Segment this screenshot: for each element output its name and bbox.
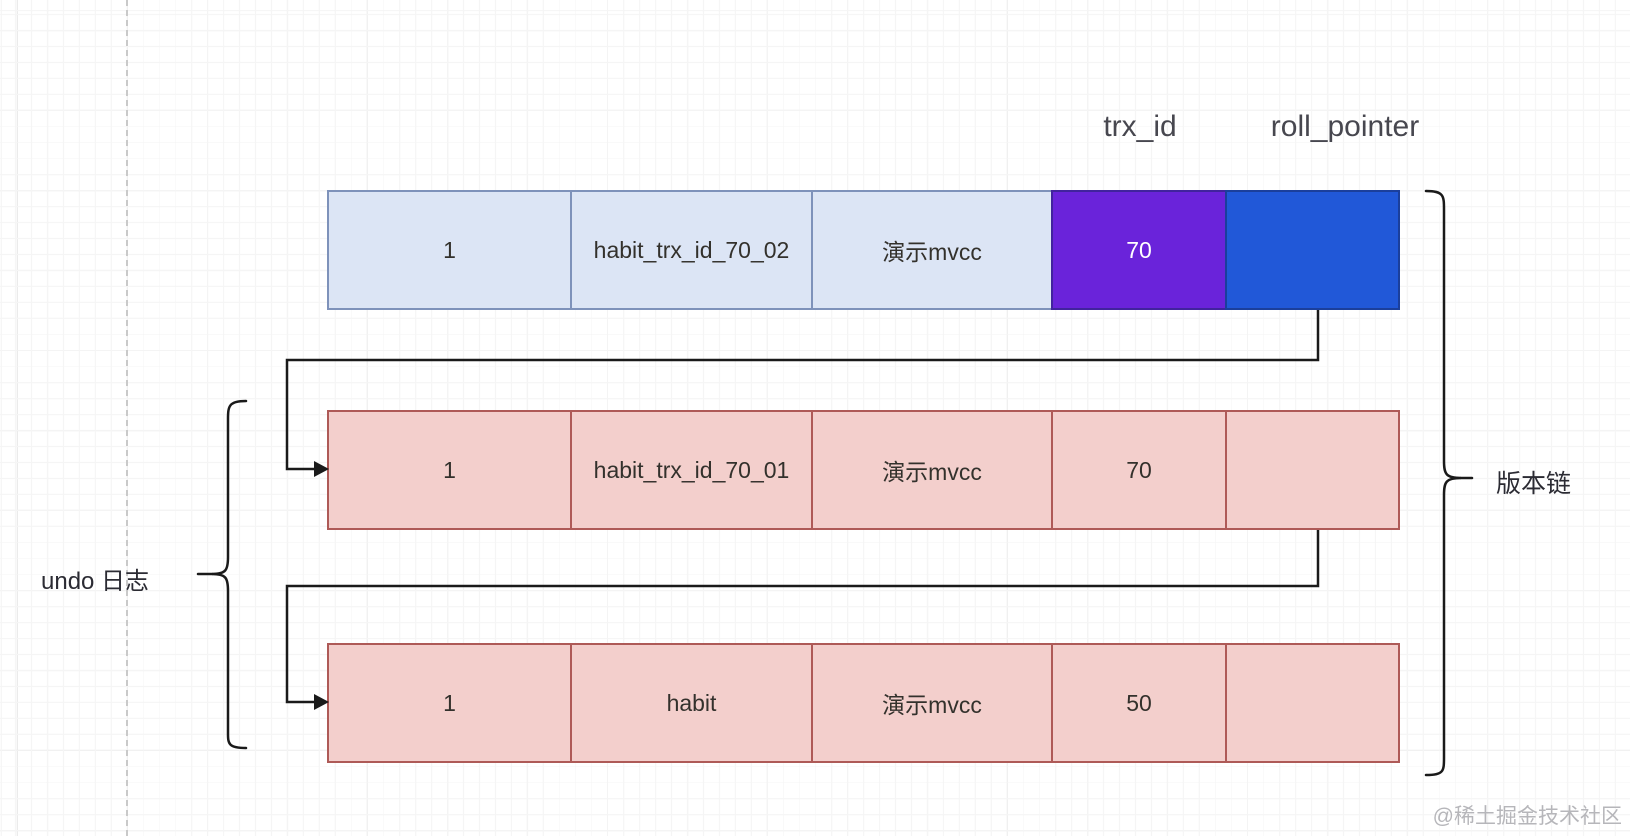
- watermark: @稀土掘金技术社区: [1432, 805, 1622, 828]
- version-chain-label: 版本链: [1496, 470, 1572, 498]
- cell-name: habit: [570, 643, 813, 763]
- cell-primary-key: 1: [327, 410, 572, 530]
- record-row-undo-2: 1 habit 演示mvcc 50: [327, 643, 1408, 763]
- cell-roll-pointer: [1225, 190, 1400, 310]
- cell-roll-pointer: [1225, 410, 1400, 530]
- page-boundary-guide: [126, 0, 128, 836]
- cell-name: habit_trx_id_70_01: [570, 410, 813, 530]
- column-label-trx-id: trx_id: [1103, 110, 1177, 143]
- cell-description: 演示mvcc: [811, 190, 1053, 310]
- cell-primary-key: 1: [327, 190, 572, 310]
- cell-name: habit_trx_id_70_02: [570, 190, 813, 310]
- cell-trx-id: 50: [1051, 643, 1227, 763]
- cell-trx-id: 70: [1051, 190, 1227, 310]
- version-chain-brace: [1424, 189, 1474, 777]
- column-label-roll-pointer: roll_pointer: [1270, 110, 1420, 143]
- cell-roll-pointer: [1225, 643, 1400, 763]
- cell-trx-id: 70: [1051, 410, 1227, 530]
- undo-log-label: undo 日志: [41, 568, 150, 595]
- cell-description: 演示mvcc: [811, 643, 1053, 763]
- record-row-current: 1 habit_trx_id_70_02 演示mvcc 70: [327, 190, 1408, 310]
- cell-description: 演示mvcc: [811, 410, 1053, 530]
- record-row-undo-1: 1 habit_trx_id_70_01 演示mvcc 70: [327, 410, 1408, 530]
- cell-primary-key: 1: [327, 643, 572, 763]
- undo-log-brace: [196, 399, 248, 750]
